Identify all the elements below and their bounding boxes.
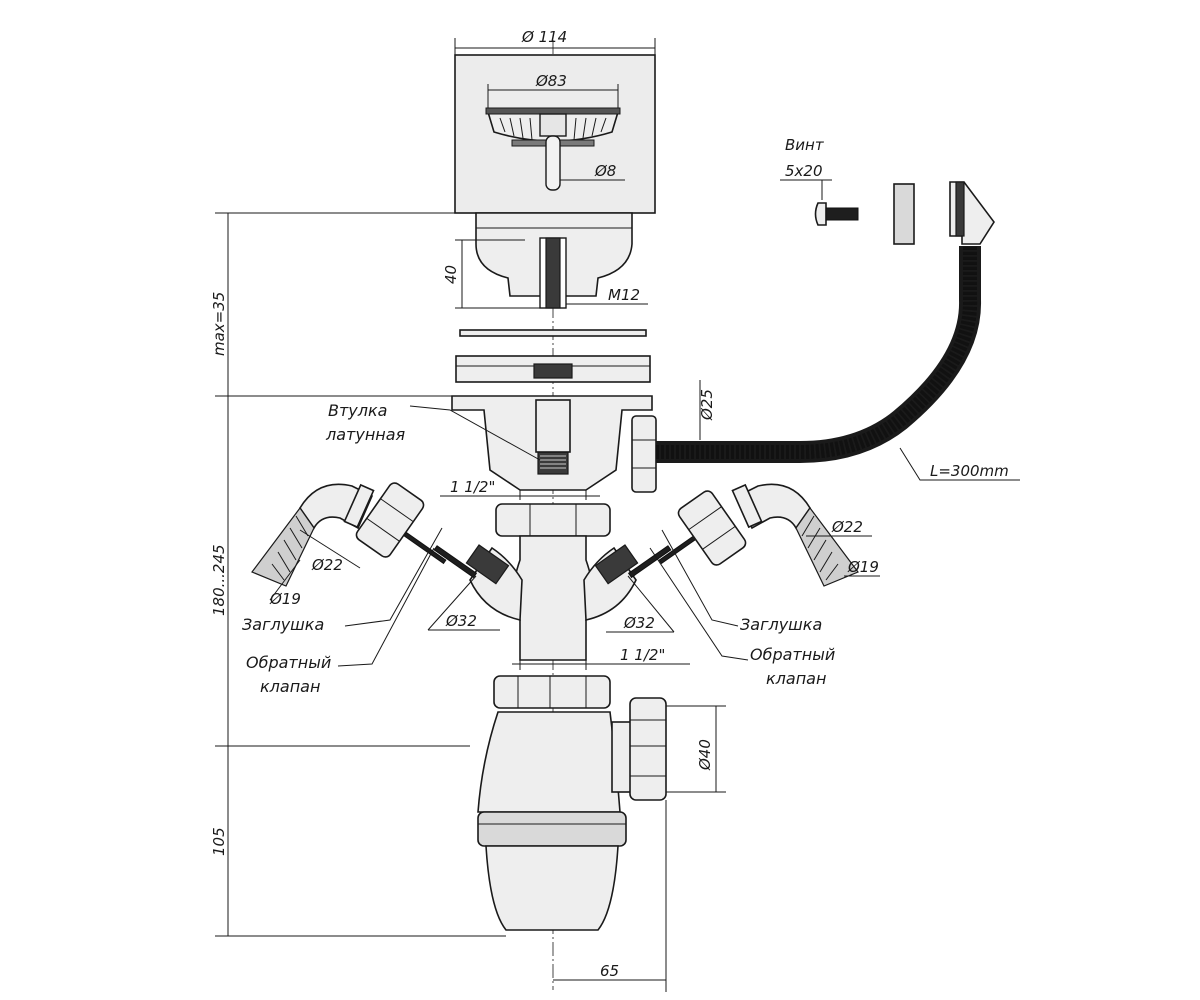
overflow-housing [451, 395, 657, 493]
left-d22-label: Ø22 [311, 556, 343, 574]
main-pipe [512, 535, 594, 661]
dim-65: 65 [553, 800, 667, 992]
washers [455, 329, 651, 383]
dim-d114-label: Ø 114 [521, 28, 567, 46]
trap-outlet [611, 721, 633, 793]
screw-shank-icon [825, 207, 859, 221]
dim-d25-label: Ø25 [698, 389, 716, 421]
strainer-assembly: Ø 114 Ø83 Ø8 [454, 28, 656, 214]
right-valve-label-line2: клапан [766, 669, 826, 688]
screw-label-line1: Винт [785, 136, 825, 154]
right-plug-label: Заглушка [740, 615, 822, 634]
overflow-nozzle [631, 415, 657, 493]
drain-body: 40 M12 [442, 212, 648, 309]
dim-d8-label: Ø8 [594, 162, 616, 180]
plug-ring-icon [893, 183, 915, 245]
left-valve-label-line2: клапан [260, 677, 320, 696]
left-hose [251, 506, 315, 587]
brass-sleeve-hatch [540, 455, 566, 469]
trap-cup [485, 845, 619, 931]
strainer-ribs [499, 117, 607, 141]
right-d19-label: Ø19 [847, 558, 879, 576]
dim-thread-bottom-label: 1 1/2" [620, 646, 665, 664]
dim-max35-label: max=35 [210, 292, 228, 356]
left-d19-label: Ø19 [269, 590, 301, 608]
strainer-stem-cap [539, 113, 567, 137]
screw-label-line2: 5x20 [785, 162, 823, 180]
dim-range-label: 180...245 [210, 544, 228, 616]
left-thread [465, 544, 510, 585]
dim-d40-label: Ø40 [696, 739, 714, 771]
screw-head-icon [814, 202, 827, 226]
dim-180-245: 180...245 [210, 396, 470, 747]
left-valve-label-line1: Обратный [246, 653, 331, 672]
dim-d83-label: Ø83 [535, 72, 567, 90]
dim-105: 105 [210, 746, 506, 937]
right-check-valve [627, 545, 672, 579]
dim-40-label: 40 [442, 265, 460, 284]
strainer-flange [485, 107, 621, 115]
upper-nut [495, 503, 611, 537]
right-thread [594, 544, 639, 585]
trap-bottle [477, 711, 621, 813]
dim-105-label: 105 [210, 827, 228, 856]
dim-m12-label: M12 [608, 286, 640, 304]
right-hose [795, 506, 859, 587]
trap-ring [477, 811, 627, 847]
left-d32-label: Ø32 [445, 612, 477, 630]
brass-sleeve [537, 451, 569, 475]
dim-thread-top-label: 1 1/2" [450, 478, 495, 496]
dim-65-label: 65 [600, 962, 619, 980]
right-branch: Ø22 Ø19 Заглушка Обратный клапан Ø32 [583, 483, 880, 688]
right-valve-label-line1: Обратный [750, 645, 835, 664]
left-check-valve [433, 545, 478, 579]
bottle-trap: 1 1/2" Ø40 [477, 646, 726, 931]
strainer-pin [545, 135, 561, 191]
trap-outlet-nut [629, 697, 667, 801]
right-d22-label: Ø22 [831, 518, 863, 536]
brass-sleeve-label-line2: латунная [325, 425, 406, 444]
left-branch: Ø22 Ø19 Заглушка Обратный клапан Ø32 [242, 482, 523, 696]
thin-washer [459, 329, 647, 337]
dim-max35: max=35 [210, 212, 455, 397]
left-plug-label: Заглушка [242, 615, 324, 634]
screw-and-connector: Винт 5x20 [780, 136, 995, 245]
right-d32-label: Ø32 [623, 614, 655, 632]
upper-coupling: 1 1/2" [440, 478, 611, 661]
left-nut [355, 482, 425, 558]
lower-nut [493, 675, 611, 709]
right-nut [677, 490, 747, 566]
brass-sleeve-label-line1: Втулка [328, 401, 387, 420]
hose-length-label: L=300mm [930, 462, 1009, 480]
overflow-hose: Ø25 L=300mm [656, 246, 1020, 481]
